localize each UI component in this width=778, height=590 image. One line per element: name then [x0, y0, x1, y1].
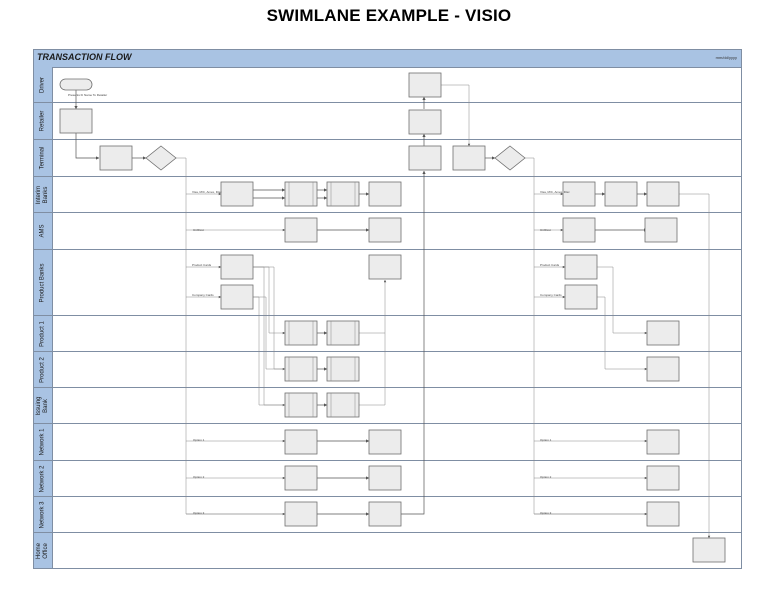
- lane-home-office: Home Office: [34, 533, 741, 568]
- lane-product-banks: Product Banks: [34, 250, 741, 316]
- lane-label-cell: Network 2: [34, 461, 53, 496]
- lane-label: Network 2: [39, 464, 46, 493]
- lane-product-1: Product 1: [34, 316, 741, 352]
- lane-network-1: Network 1: [34, 424, 741, 461]
- lane-label: Retailer: [39, 110, 46, 132]
- lane-label: Interim Banks: [36, 185, 49, 204]
- lane-label-cell: Product 2: [34, 352, 53, 387]
- lane-product-2: Product 2: [34, 352, 741, 388]
- lane-label-cell: Driver: [34, 67, 53, 102]
- lane-label-cell: Network 1: [34, 424, 53, 460]
- lane-label: Driver: [39, 76, 46, 93]
- lane-driver: Driver: [34, 67, 741, 103]
- lane-label-cell: Terminal: [34, 140, 53, 176]
- lane-label: Issuing Bank: [36, 396, 49, 416]
- lane-label: Product 2: [39, 356, 46, 383]
- lane-label-cell: Network 3: [34, 497, 53, 532]
- lane-label-cell: Home Office: [34, 533, 53, 568]
- lane-ams: AMS: [34, 213, 741, 250]
- swimlane-diagram: TRANSACTION FLOW mm/dd/yyyy Driver Retai…: [33, 49, 742, 569]
- lane-label: Product 1: [39, 320, 46, 347]
- lane-label-cell: Product 1: [34, 316, 53, 351]
- lane-network-2: Network 2: [34, 461, 741, 497]
- lane-network-3: Network 3: [34, 497, 741, 533]
- lanes: Driver Retailer Terminal Interim Banks A…: [34, 67, 741, 568]
- lane-label: AMS: [39, 224, 46, 238]
- lane-retailer: Retailer: [34, 103, 741, 140]
- lane-terminal: Terminal: [34, 140, 741, 177]
- lane-label-cell: AMS: [34, 213, 53, 249]
- lane-issuing-bank: Issuing Bank: [34, 388, 741, 424]
- diagram-header: TRANSACTION FLOW mm/dd/yyyy: [34, 50, 741, 68]
- diagram-date: mm/dd/yyyy: [715, 55, 737, 60]
- lane-label-cell: Product Banks: [34, 250, 53, 315]
- lane-label-cell: Issuing Bank: [34, 388, 53, 423]
- lane-label: Network 3: [39, 500, 46, 529]
- page-title: SWIMLANE EXAMPLE - VISIO: [266, 6, 512, 25]
- lane-label-cell: Retailer: [34, 103, 53, 139]
- lane-label: Home Office: [36, 542, 49, 559]
- lane-label: Network 1: [39, 428, 46, 456]
- lane-label-cell: Interim Banks: [34, 177, 53, 212]
- diagram-title: TRANSACTION FLOW: [37, 52, 132, 62]
- lane-label: Product Banks: [39, 262, 46, 303]
- lane-interim-banks: Interim Banks: [34, 177, 741, 213]
- lane-label: Terminal: [39, 146, 46, 170]
